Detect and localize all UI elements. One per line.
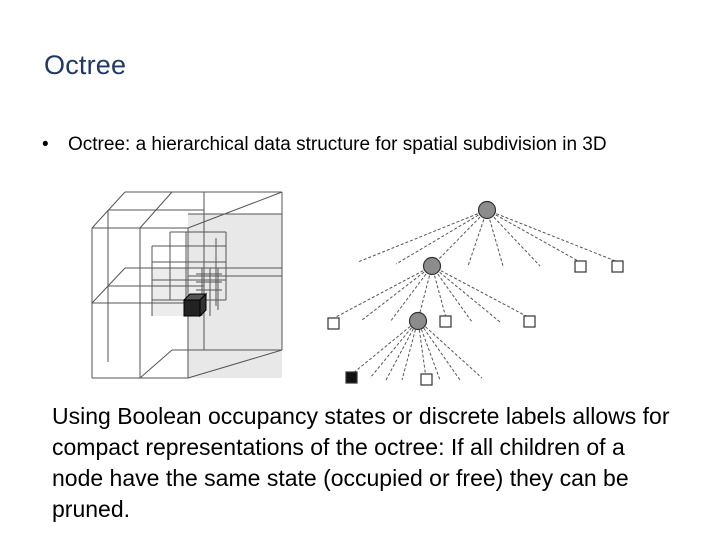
occupied-voxel-side bbox=[199, 292, 207, 318]
bullet-item: • Octree: a hierarchical data structure … bbox=[42, 132, 682, 158]
tree-free-leaf bbox=[574, 260, 587, 273]
octree-tree-diagram bbox=[333, 209, 619, 381]
tree-occupied-leaf bbox=[345, 371, 358, 384]
cube-shaded-face-mid bbox=[188, 276, 282, 378]
slide-title: Octree bbox=[44, 50, 127, 80]
octree-cube-illustration bbox=[91, 191, 283, 379]
tree-free-leaf bbox=[420, 373, 433, 386]
tree-root-node bbox=[477, 200, 497, 220]
bullet-text: Octree: a hierarchical data structure fo… bbox=[68, 134, 607, 155]
tree-inner-node-level1 bbox=[422, 256, 442, 276]
bullet-dot: • bbox=[42, 134, 49, 155]
tree-inner-node-level2 bbox=[408, 311, 428, 331]
tree-free-leaf bbox=[439, 315, 452, 328]
tree-free-leaf bbox=[611, 260, 624, 273]
occupied-voxel-front bbox=[183, 299, 201, 317]
tree-free-leaf bbox=[327, 317, 340, 330]
tree-free-leaf bbox=[523, 315, 536, 328]
tree-nodes bbox=[327, 200, 624, 386]
caption-text: Using Boolean occupancy states or discre… bbox=[52, 403, 670, 522]
cube-shaded-face-top bbox=[188, 214, 282, 276]
